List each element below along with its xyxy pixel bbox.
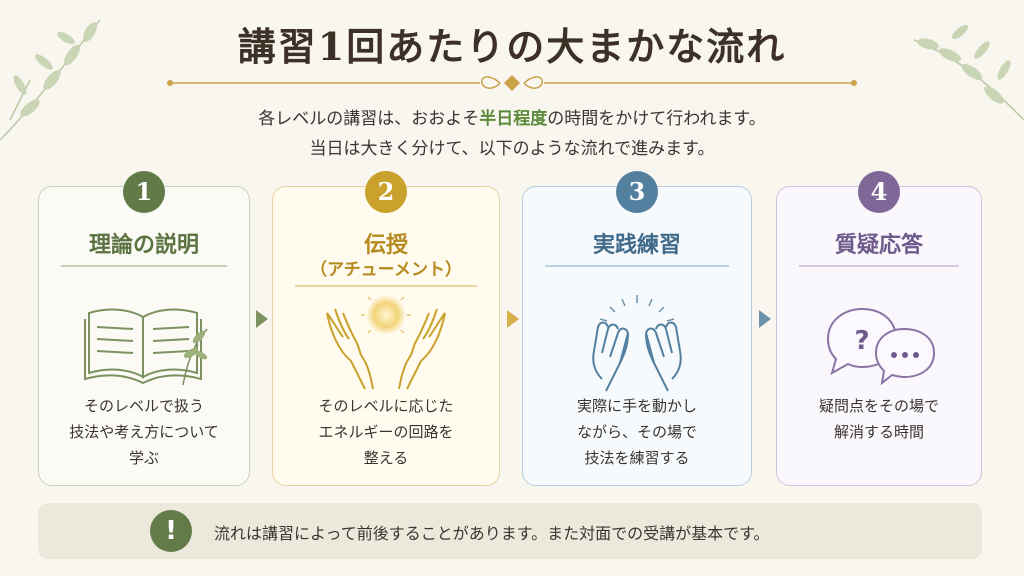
leaf-decoration-right-icon — [913, 24, 1024, 121]
step-description-2: そのレベルに応じた エネルギーの回路を 整える — [318, 397, 454, 467]
exclamation-icon: ! — [150, 510, 192, 552]
step-description-1: そのレベルで扱う 技法や考え方について 学ぶ — [69, 397, 219, 467]
step-divider-3 — [545, 265, 729, 267]
step-number-1: 1 — [123, 171, 165, 213]
intro-highlight: 半日程度 — [479, 109, 548, 129]
hands-light-icon — [326, 295, 446, 390]
intro-line-2: 当日は大きく分けて、以下のような流れで進みます。 — [309, 139, 715, 159]
intro-text: 各レベルの講習は、おおよそ半日程度の時間をかけて行われます。 当日は大きく分けて… — [0, 104, 1024, 164]
step-title-3: 実践練習 — [592, 232, 681, 258]
step-divider-4 — [799, 265, 959, 267]
step-card-1: 1 理論の説明 そのレベルで扱う 技法や考え方について 学ぶ — [38, 171, 250, 486]
step-divider-2 — [295, 285, 477, 287]
step-card-4: 4 質疑応答 ? 疑問点をその場で 解消する時間 — [776, 171, 982, 486]
step-title-4: 質疑応答 — [834, 232, 923, 258]
arrow-right-icon — [256, 310, 268, 328]
speech-bubbles-icon: ? — [826, 307, 936, 386]
arrow-right-icon — [507, 310, 519, 328]
step-card-2: 2 伝授 （アチューメント） そのレベルに応じた エネルギーの回路を 整える — [272, 171, 500, 486]
step-divider-1 — [61, 265, 227, 267]
notice-banner: ! 流れは講習によって前後することがあります。また対面での受講が基本です。 — [38, 503, 982, 559]
arrow-right-icon — [759, 310, 771, 328]
intro-line-1: 各レベルの講習は、おおよそ半日程度の時間をかけて行われます。 — [258, 109, 766, 129]
leaf-decoration-left-icon — [0, 19, 101, 141]
step-title-1: 理論の説明 — [88, 232, 199, 258]
title-ornament-icon — [167, 75, 857, 91]
step-subtitle-2: （アチューメント） — [310, 260, 462, 280]
raised-hands-icon — [592, 295, 682, 392]
step-card-3: 3 実践練習 実際に手を動かし ながら、その場で 技法を練習する — [522, 171, 752, 486]
step-description-3: 実際に手を動かし ながら、その場で 技法を練習する — [576, 397, 697, 467]
page-title: 講習1回あたりの大まかな流れ — [237, 24, 787, 69]
open-book-icon — [84, 308, 208, 386]
svg-text:?: ? — [854, 326, 869, 356]
step-number-4: 4 — [858, 171, 900, 213]
step-title-2: 伝授 — [363, 232, 408, 258]
step-description-4: 疑問点をその場で 解消する時間 — [818, 397, 939, 441]
notice-text: 流れは講習によって前後することがあります。また対面での受講が基本です。 — [214, 524, 770, 543]
step-number-3: 3 — [616, 171, 658, 213]
step-number-2: 2 — [365, 171, 407, 213]
